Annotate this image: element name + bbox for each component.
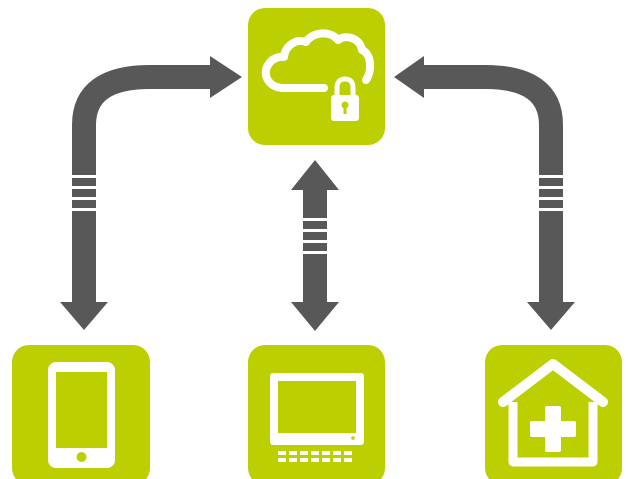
connector-right-arrowhead-cloud [394,56,424,98]
monitor-screen [278,381,356,433]
phone-screen [56,372,107,448]
hospital-tile [485,345,622,479]
connector-left-arrowhead-cloud [210,56,242,98]
connector-left-arrowhead-phone [60,302,108,330]
cloud-outline [261,29,375,92]
phone-home-button [76,452,87,462]
connector-left [60,56,242,330]
connector-right [394,56,575,330]
keyboard [278,451,352,462]
monitor-power-dot [351,436,355,440]
lock-keyhole-slot [343,106,347,114]
medical-cross-icon [530,406,576,452]
phone-tile [12,345,150,479]
connector-middle [291,160,339,331]
smartphone-icon [48,362,115,468]
connector-left-path [72,65,212,310]
computer-tile [248,345,385,479]
lock-keyhole [341,101,349,109]
desktop-computer-icon [270,373,364,462]
connector-middle-stripes [303,218,327,254]
connector-right-arrowhead-hospital [527,302,575,330]
hospital-house-icon [498,359,608,467]
connector-middle-arrowhead-computer [291,302,339,331]
connector-right-stripes [537,175,565,211]
lock-shackle [334,76,356,95]
connector-middle-arrowhead-cloud [291,160,339,190]
cloud-lock-icon [261,29,375,121]
house-roof [498,359,608,407]
cloud-tile [248,8,385,145]
connector-middle-shaft [303,188,327,306]
house-walls [508,402,598,467]
connector-right-path [420,65,563,310]
connector-left-stripes [70,175,98,211]
